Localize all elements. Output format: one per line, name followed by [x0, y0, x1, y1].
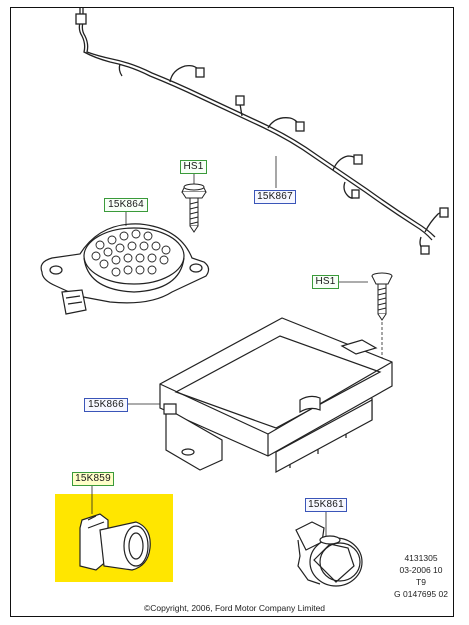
parking-aid-module — [159, 317, 393, 474]
copyright-notice: ©Copyright, 2006, Ford Motor Company Lim… — [143, 603, 326, 613]
callout-15k859: 15K859 — [72, 472, 114, 486]
callout-hs1-top: HS1 — [180, 160, 207, 174]
parking-aid-sensor — [79, 513, 151, 571]
drawing-code-line-4: G 0147695 02 — [394, 589, 448, 599]
callout-15k864: 15K864 — [104, 198, 148, 212]
wiring-harness — [75, 8, 449, 255]
drawing-code-line-2: 03-2006 10 — [399, 565, 443, 575]
drawing-code-line-1: 4131305 — [404, 553, 438, 563]
diagram-border — [10, 7, 454, 617]
callout-15k867: 15K867 — [254, 190, 296, 204]
callout-15k866: 15K866 — [84, 398, 128, 412]
screw-top — [181, 183, 207, 233]
speaker-grille — [91, 229, 171, 277]
screw-right — [371, 272, 393, 321]
callout-hs1-right: HS1 — [312, 275, 339, 289]
drawing-code-block: 4131305 03-2006 10 T9 G 0147695 02 — [386, 552, 456, 600]
parking-aid-speaker — [40, 223, 210, 315]
callout-15k861: 15K861 — [305, 498, 347, 512]
drawing-code-line-3: T9 — [416, 577, 426, 587]
sensor-bezel — [295, 521, 363, 587]
